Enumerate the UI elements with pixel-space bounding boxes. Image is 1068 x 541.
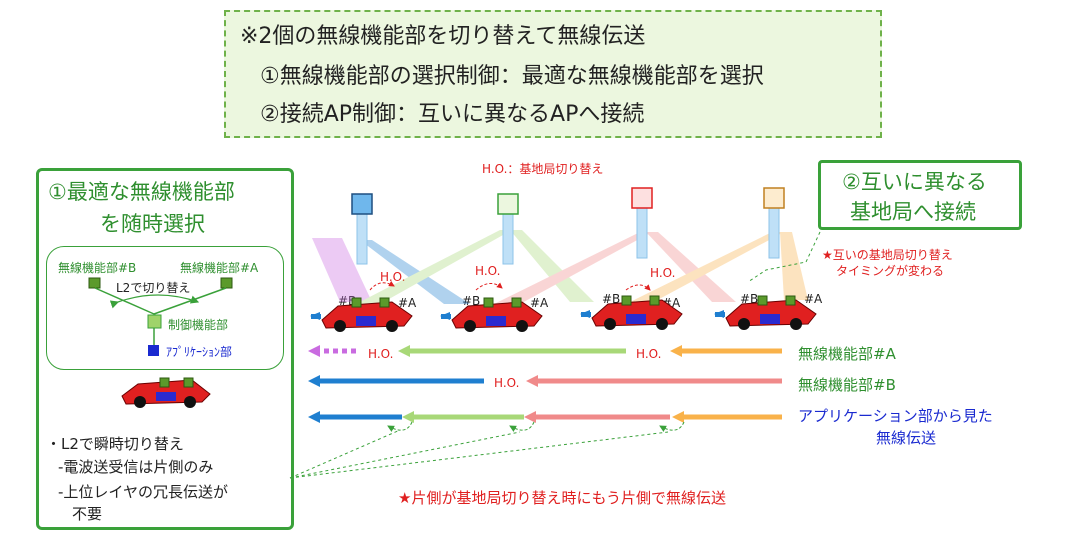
access-point-icon — [763, 187, 785, 209]
timing-note-1: ★互いの基地局切り替え — [822, 248, 953, 262]
radio-beams — [312, 230, 808, 304]
bottom-note: ★片側が基地局切り替え時にもう片側で無線伝送 — [398, 489, 726, 507]
car-tag-b: #B — [602, 292, 621, 306]
row-unit-b-arrows — [308, 375, 782, 387]
row-label-app-2: 無線伝送 — [876, 429, 937, 447]
row-label-app-1: アプリケーション部から見た — [798, 407, 993, 425]
bullet-1: ・L2で瞬時切り替え — [46, 435, 184, 453]
row-app-view-arrows — [308, 411, 782, 423]
bullet-4: 不要 — [72, 505, 103, 523]
car-tag-a: #A — [398, 296, 417, 310]
unit-b-label: 無線機能部#B — [58, 261, 137, 275]
ho-label: H.O. — [650, 266, 676, 280]
summary-box: ※2個の無線機能部を切り替えて無線伝送 ①無線機能部の選択制御：最適な無線機能部… — [224, 10, 882, 138]
car-tag-a: #A — [662, 296, 681, 310]
car-tag-b: #B — [740, 292, 759, 306]
summary-line-1: ※2個の無線機能部を切り替えて無線伝送 — [240, 24, 646, 49]
car-tag-b: #B — [462, 294, 481, 308]
car-tag-b: #B — [338, 294, 357, 308]
car-tag-a: #A — [530, 296, 549, 310]
control-unit-label: 制御機能部 — [168, 318, 229, 332]
ho-label: H.O. — [475, 264, 501, 278]
base-station-1 — [351, 193, 373, 265]
timing-note-2: タイミングが変わる — [836, 264, 945, 278]
ho-label: H.O. — [380, 270, 406, 284]
access-point-icon — [631, 187, 653, 209]
bullet-3: -上位レイヤの冗長伝送が — [58, 483, 228, 501]
bullet-2: -電波送受信は片側のみ — [58, 458, 214, 476]
row-label-unit-a: 無線機能部#A — [798, 345, 896, 363]
right-heading-1: ②互いに異なる — [842, 170, 987, 194]
access-point-icon — [351, 193, 373, 215]
access-point-icon — [497, 193, 519, 215]
ho-label: H.O. — [368, 347, 394, 361]
race-car-4 — [714, 295, 817, 330]
race-car-1 — [310, 297, 413, 332]
summary-line-3: ②接続AP制御：互いに異なるAPへ接続 — [260, 102, 645, 127]
ho-label: H.O. — [636, 347, 662, 361]
left-heading-1: ①最適な無線機能部 — [48, 180, 235, 204]
base-station-3 — [631, 187, 653, 259]
right-panel — [818, 160, 1022, 230]
ho-label: H.O. — [494, 376, 520, 390]
left-heading-2: を随時選択 — [100, 212, 205, 236]
base-station-2 — [497, 193, 519, 265]
switch-label: L2で切り替え — [116, 281, 191, 295]
car-tag-a: #A — [804, 292, 823, 306]
right-heading-2: 基地局へ接続 — [850, 200, 976, 224]
race-car-2 — [440, 297, 543, 332]
row-label-unit-b: 無線機能部#B — [798, 376, 896, 394]
handover-title: H.O.：基地局切り替え — [482, 162, 604, 176]
summary-line-2: ①無線機能部の選択制御：最適な無線機能部を選択 — [260, 64, 764, 89]
unit-a-label: 無線機能部#A — [180, 261, 259, 275]
base-station-4 — [763, 187, 785, 259]
app-unit-label: ｱﾌﾟﾘｹｰｼｮﾝ部 — [166, 345, 233, 359]
